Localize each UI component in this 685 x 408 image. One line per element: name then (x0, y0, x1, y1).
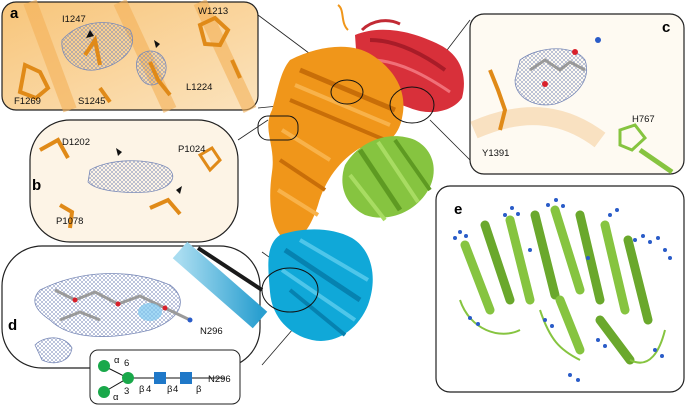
cyan-domain (268, 229, 373, 341)
density-mesh (34, 273, 181, 337)
link-label: α (113, 392, 119, 403)
panel-c: c Y1391 H767 (469, 13, 685, 175)
panel-b: b D1202 P1024 P1078 (29, 119, 239, 243)
glycan-schematic: α 6 α 3 β 4 β 4 β N296 (89, 349, 241, 405)
panel-a: a I1247 W1213 F1269 S1245 L1224 (1, 0, 259, 113)
residue-label-l1224: L1224 (186, 82, 212, 93)
glycan-end-label: N296 (208, 374, 231, 385)
highlight-ellipse-a (330, 79, 364, 105)
panel-letter-b: b (32, 177, 41, 194)
residue-label-y1391: Y1391 (482, 148, 509, 159)
panel-e: e (435, 185, 685, 393)
residue-label-s1245: S1245 (78, 96, 105, 107)
residue-label-h767: H767 (632, 114, 655, 125)
panel-letter-c: c (662, 19, 670, 36)
highlight-ellipse-c (389, 86, 435, 124)
panel-d: d N296 α 6 α 3 β 4 β 4 β N296 (1, 241, 268, 405)
residue-label-f1269: F1269 (14, 96, 41, 107)
connector-line-b (237, 119, 269, 141)
mannose-symbol (98, 386, 110, 398)
highlight-box-b (257, 115, 299, 141)
residue-label-w1213: W1213 (198, 6, 228, 17)
residue-label-i1247: I1247 (62, 14, 86, 25)
glcnac-symbol (154, 372, 166, 384)
connector-line-c2 (429, 119, 471, 161)
panel-letter-e: e (454, 201, 462, 218)
mannose-symbol (122, 372, 134, 384)
glcnac-symbol (180, 372, 192, 384)
link-label: 3 (124, 386, 129, 397)
panel-letter-a: a (10, 5, 19, 22)
residue-label-p1078: P1078 (56, 216, 83, 227)
link-label: β (196, 384, 202, 395)
link-label: β (139, 384, 145, 395)
mannose-symbol (98, 360, 110, 372)
residue-label-d1202: D1202 (62, 137, 90, 148)
density-mesh (87, 160, 174, 193)
tryptophan-ring (197, 15, 231, 48)
residue-label-n296: N296 (200, 326, 223, 337)
panel-letter-d: d (8, 317, 17, 334)
link-label: 6 (124, 358, 129, 369)
central-structure (237, 4, 471, 366)
link-label: 4 (173, 384, 178, 395)
helical-domain-cartoon (459, 205, 666, 365)
beta-strand-background (172, 241, 268, 329)
green-domain (342, 136, 434, 222)
link-label: α (114, 355, 120, 366)
density-mesh (34, 337, 73, 364)
link-label: β (167, 384, 173, 395)
surface-residue-dots (453, 198, 672, 382)
link-label: 4 (146, 384, 151, 395)
orange-domain (268, 4, 404, 241)
phenylalanine-ring (17, 62, 51, 101)
ligand-stick (529, 58, 586, 72)
residue-label-p1024: P1024 (178, 144, 205, 155)
